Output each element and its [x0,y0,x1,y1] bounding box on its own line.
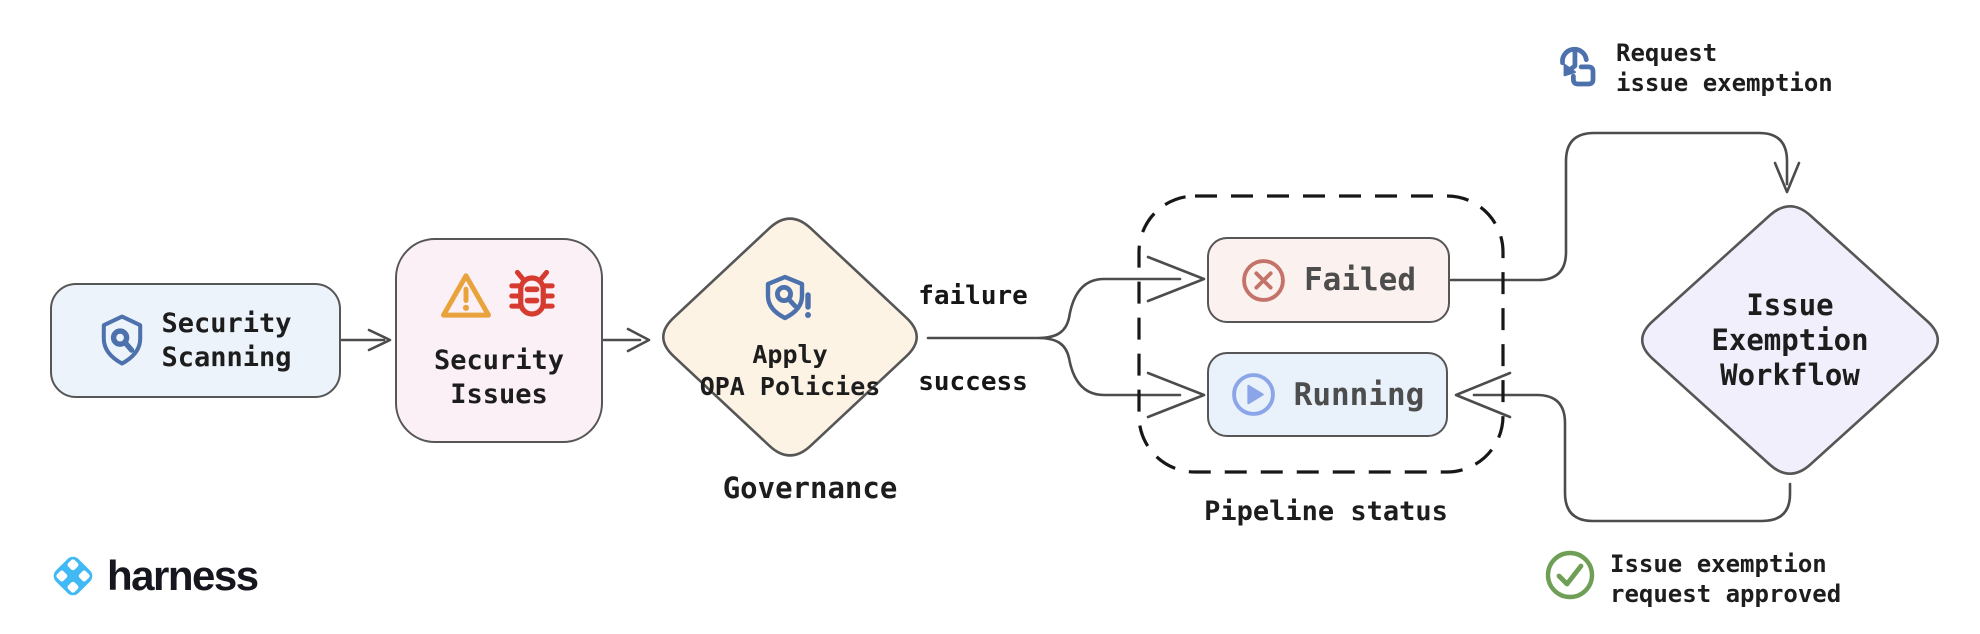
tap-gesture-icon [1552,38,1602,100]
harness-logo-icon [46,549,100,603]
node-apply-opa-policies: Apply OPA Policies [653,209,927,465]
edge-opa-fork [926,255,1206,419]
security-scanning-label: Security Scanning [161,307,292,373]
circle-x-icon [1241,258,1286,303]
shield-alert-icon [764,271,816,329]
harness-logo: harness [46,549,259,603]
annotation-request-exemption: Request issue exemption [1552,38,1833,100]
request-approved-text: Issue exemption request approved [1610,550,1842,608]
node-issue-exemption-workflow: Issue Exemption Workflow [1632,197,1948,483]
request-exemption-text: Request issue exemption [1616,39,1833,97]
node-running: Running [1207,352,1448,437]
harness-wordmark: harness [107,552,259,599]
apply-opa-policies-label: Apply OPA Policies [699,340,881,401]
node-failed: Failed [1207,237,1450,323]
security-issues-icons [439,269,559,322]
running-label: Running [1293,376,1425,413]
edge-failed-to-exemption [1449,131,1801,282]
bug-icon [505,269,559,322]
caption-pipeline-status: Pipeline status [1204,496,1448,527]
issue-exemption-workflow-label: Issue Exemption Workflow [1711,287,1869,392]
exemption-diamond-shape [1640,205,1940,475]
edge-label-success: success [918,367,1028,397]
node-security-scanning: Security Scanning [50,283,341,398]
annotation-request-approved: Issue exemption request approved [1544,549,1841,609]
circle-check-icon [1544,549,1596,601]
security-issues-label: Security Issues [433,344,565,410]
edge-issues-to-opa [602,327,651,353]
caption-governance: Governance [722,471,898,505]
opa-diamond-shape [662,217,918,457]
edge-label-failure: failure [918,281,1028,311]
pipeline-status-group-outline [1137,194,1505,474]
circle-play-icon [1231,372,1276,417]
edge-scan-to-issues [340,328,392,352]
edge-exemption-to-running [1454,371,1792,523]
warning-triangle-icon [439,270,493,322]
shield-search-icon [99,313,145,368]
failed-label: Failed [1304,262,1416,298]
node-security-issues: Security Issues [395,238,603,443]
